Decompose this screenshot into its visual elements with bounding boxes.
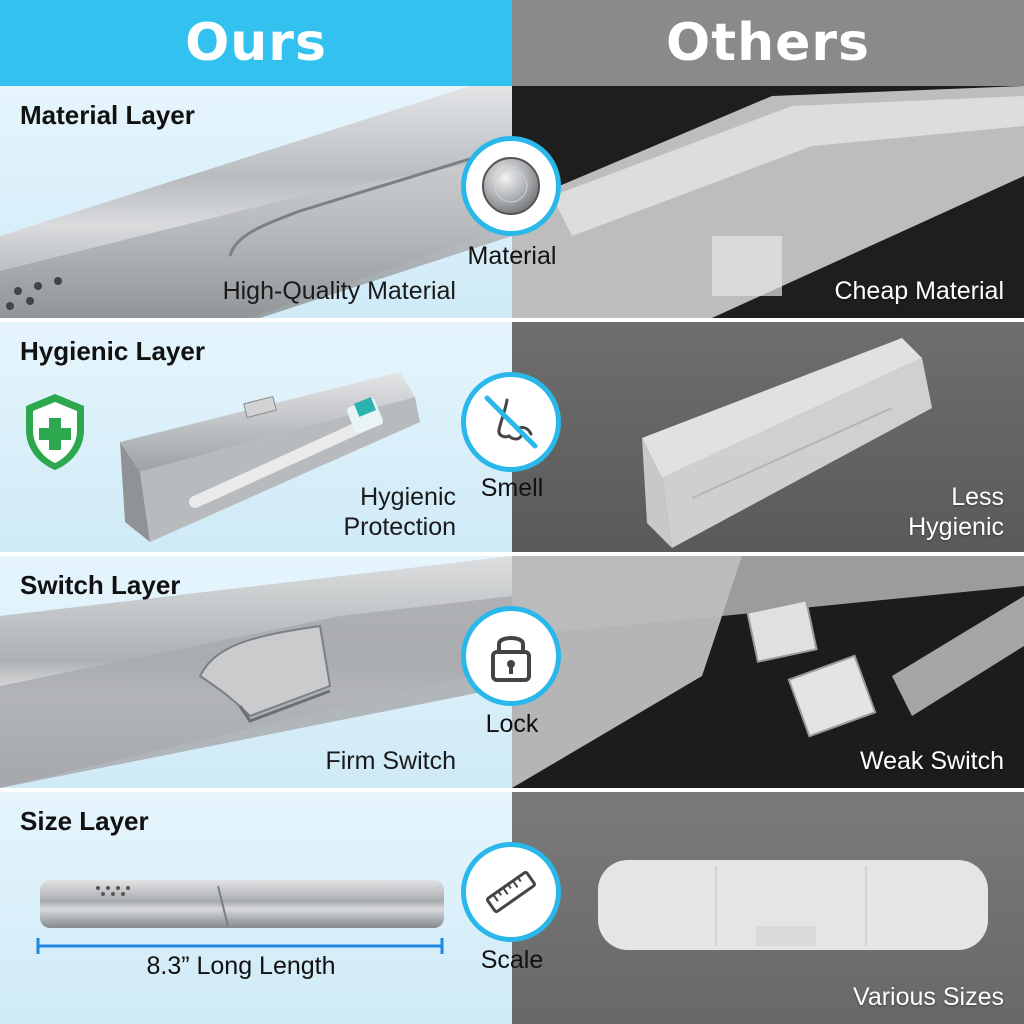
padlock-icon — [491, 636, 531, 682]
material-row: Material Layer High-Quality Material Che… — [0, 86, 1024, 318]
others-switch-caption: Weak Switch — [859, 747, 1004, 775]
scale-badge — [461, 842, 561, 942]
others-hygienic-caption-line1: Less — [951, 483, 1004, 511]
ours-hygienic-panel: Hygienic Layer Hygienic Protection — [0, 322, 512, 552]
others-size-caption: Various Sizes — [853, 983, 1004, 1011]
ours-header: Ours — [0, 0, 512, 86]
ours-hygienic-caption: Hygienic Protection — [343, 482, 456, 542]
lock-badge — [461, 606, 561, 706]
others-hygienic-caption: Less Hygienic — [908, 482, 1004, 542]
hygienic-row: Hygienic Layer Hygienic Protection Less … — [0, 322, 1024, 552]
row-divider — [0, 552, 1024, 556]
row-divider — [0, 788, 1024, 792]
plastic-case-full — [598, 860, 988, 950]
row-divider — [0, 318, 1024, 322]
hygienic-layer-title: Hygienic Layer — [20, 336, 205, 366]
ours-hygienic-caption-line1: Hygienic — [360, 483, 456, 511]
ours-hygienic-caption-line2: Protection — [343, 513, 456, 541]
ours-size-panel: Size Layer 8.3” Long Length — [0, 792, 512, 1024]
material-badge — [461, 136, 561, 236]
others-size-panel: Various Sizes — [512, 792, 1024, 1024]
steel-case-closeup — [0, 86, 512, 318]
smell-badge-label: Smell — [480, 474, 544, 502]
others-hygienic-caption-line2: Hygienic — [908, 513, 1004, 541]
length-dimension-line — [36, 938, 444, 954]
lock-badge-label: Lock — [485, 710, 539, 738]
switch-row: Switch Layer Firm Switch Weak Switch Loc… — [0, 556, 1024, 788]
plastic-case-closeup — [512, 86, 1024, 318]
no-smell-icon — [484, 395, 538, 449]
ours-size-caption: 8.3” Long Length — [146, 952, 336, 980]
open-steel-case-with-toothbrush — [120, 372, 420, 542]
others-switch-panel: Weak Switch — [512, 556, 1024, 788]
switch-layer-title: Switch Layer — [20, 570, 181, 600]
smell-badge — [461, 372, 561, 472]
metal-disc-icon — [482, 157, 540, 215]
ours-switch-caption: Firm Switch — [325, 747, 456, 775]
material-badge-label: Material — [467, 242, 557, 270]
ours-material-caption: High-Quality Material — [222, 277, 456, 305]
plastic-latch-closeup — [512, 556, 1024, 788]
size-layer-title: Size Layer — [20, 806, 149, 836]
others-material-caption: Cheap Material — [834, 277, 1004, 305]
others-header: Others — [512, 0, 1024, 86]
material-layer-title: Material Layer — [20, 100, 195, 130]
ours-material-panel: Material Layer High-Quality Material — [0, 86, 512, 318]
ruler-icon — [486, 870, 536, 914]
steel-case-full — [40, 880, 444, 928]
steel-latch-closeup — [0, 556, 512, 788]
open-plastic-case — [642, 338, 932, 548]
others-material-panel: Cheap Material — [512, 86, 1024, 318]
others-hygienic-panel: Less Hygienic — [512, 322, 1024, 552]
ours-switch-panel: Switch Layer Firm Switch — [0, 556, 512, 788]
size-row: Size Layer 8.3” Long Length Various Size… — [0, 792, 1024, 1024]
shield-plus-icon — [26, 394, 84, 470]
scale-badge-label: Scale — [480, 946, 544, 974]
header: Ours Others — [0, 0, 1024, 86]
